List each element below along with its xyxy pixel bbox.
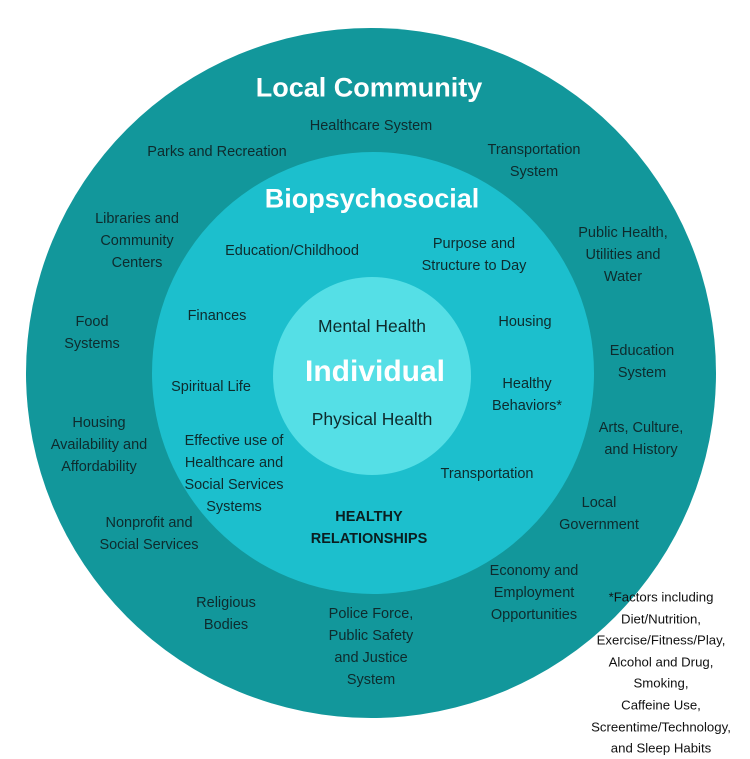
middle-item-housing: Housing [498,314,552,330]
outer-item-education-system: Education System [609,343,675,381]
individual-circle [273,277,471,475]
middle-item-effective-use: Effective use of Healthcare and Social S… [184,433,284,515]
outer-item-local-government: Local Government [559,495,639,533]
middle-item-purpose-structure: Purpose and Structure to Day [421,236,527,274]
healthy-behaviors-footnote: *Factors including Diet/Nutrition, Exerc… [591,589,731,756]
healthy-relationships-label: HEALTHY RELATIONSHIPS [310,509,428,547]
mental-health-label: Mental Health [318,316,426,336]
individual-title: Individual [304,355,446,388]
middle-item-healthy-behaviors: Healthy Behaviors* [491,376,563,414]
outer-item-religious-bodies: Religious Bodies [196,595,256,633]
middle-item-transportation: Transportation [440,466,534,482]
outer-item-housing-availability: Housing Availability and Affordability [50,415,148,475]
outer-item-nonprofit: Nonprofit and Social Services [99,515,199,553]
outer-item-public-health: Public Health, Utilities and Water [578,225,668,285]
outer-item-parks-and-recreation: Parks and Recreation [147,144,287,160]
outer-item-healthcare-system: Healthcare System [309,118,433,134]
outer-item-transportation-system: Transportation System [487,142,581,180]
physical-health-label: Physical Health [311,409,433,429]
outer-item-arts-culture-history: Arts, Culture, and History [598,420,684,458]
biopsychosocial-title: Biopsychosocial [264,183,480,214]
middle-item-spiritual-life: Spiritual Life [171,379,251,395]
local-community-title: Local Community [255,72,483,103]
outer-item-food-systems: Food Systems [64,314,120,352]
middle-item-finances: Finances [187,308,247,324]
outer-item-police-force: Police Force, Public Safety and Justice … [328,606,414,688]
outer-item-libraries: Libraries and Community Centers [95,211,179,271]
outer-item-economy: Economy and Employment Opportunities [489,563,579,623]
middle-item-education-childhood: Education/Childhood [225,243,359,259]
